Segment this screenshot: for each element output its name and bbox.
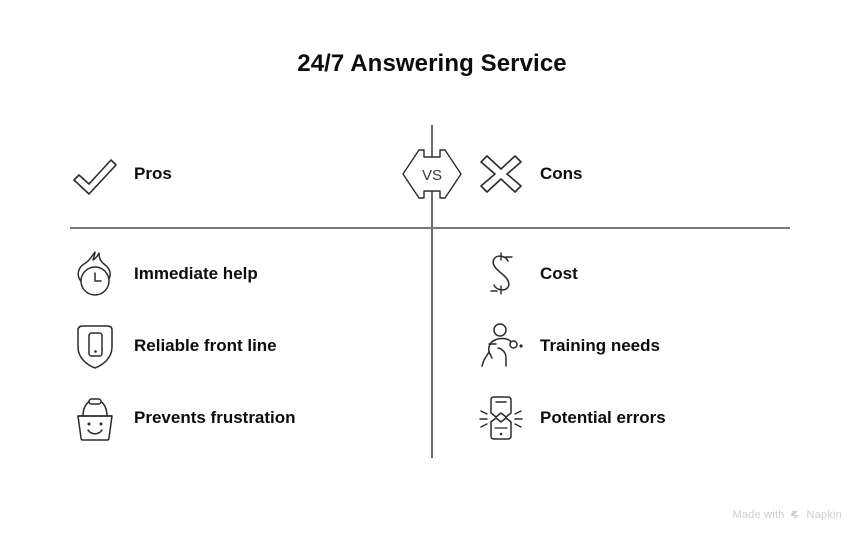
cons-item-label: Training needs xyxy=(540,336,660,355)
broken-phone-icon xyxy=(476,392,526,444)
pros-item-label: Immediate help xyxy=(134,264,258,283)
flame-clock-icon xyxy=(70,248,120,300)
check-mark-icon xyxy=(70,150,120,198)
running-person-icon xyxy=(476,320,526,372)
pros-item-label: Prevents frustration xyxy=(134,408,296,427)
vertical-divider xyxy=(431,125,433,458)
smiling-basket-icon xyxy=(70,392,120,444)
pros-heading-cell: Pros xyxy=(70,150,172,198)
dollar-sign-icon xyxy=(476,248,526,300)
horizontal-divider xyxy=(70,227,790,229)
cons-item-label: Potential errors xyxy=(540,408,666,427)
cons-item-label: Cost xyxy=(540,264,578,283)
shield-phone-icon xyxy=(70,320,120,372)
pros-item-label: Reliable front line xyxy=(134,336,277,355)
napkin-watermark: Made with Napkin xyxy=(733,509,842,521)
cons-heading-cell: Cons xyxy=(476,150,583,198)
cons-item-row: Training needs xyxy=(476,320,660,372)
pros-item-row: Prevents frustration xyxy=(70,392,296,444)
cons-item-row: Cost xyxy=(476,248,578,300)
cross-x-icon xyxy=(476,150,526,198)
vs-label: VS xyxy=(422,167,442,184)
pros-item-row: Reliable front line xyxy=(70,320,277,372)
napkin-logo-icon xyxy=(790,509,802,521)
watermark-prefix: Made with xyxy=(732,509,785,521)
pros-item-row: Immediate help xyxy=(70,248,258,300)
pros-heading-label: Pros xyxy=(134,164,172,183)
vs-separator-badge: VS xyxy=(401,148,463,200)
page-title: 24/7 Answering Service xyxy=(297,50,567,77)
watermark-brand: Napkin xyxy=(806,509,842,521)
cons-heading-label: Cons xyxy=(540,164,583,183)
cons-item-row: Potential errors xyxy=(476,392,666,444)
